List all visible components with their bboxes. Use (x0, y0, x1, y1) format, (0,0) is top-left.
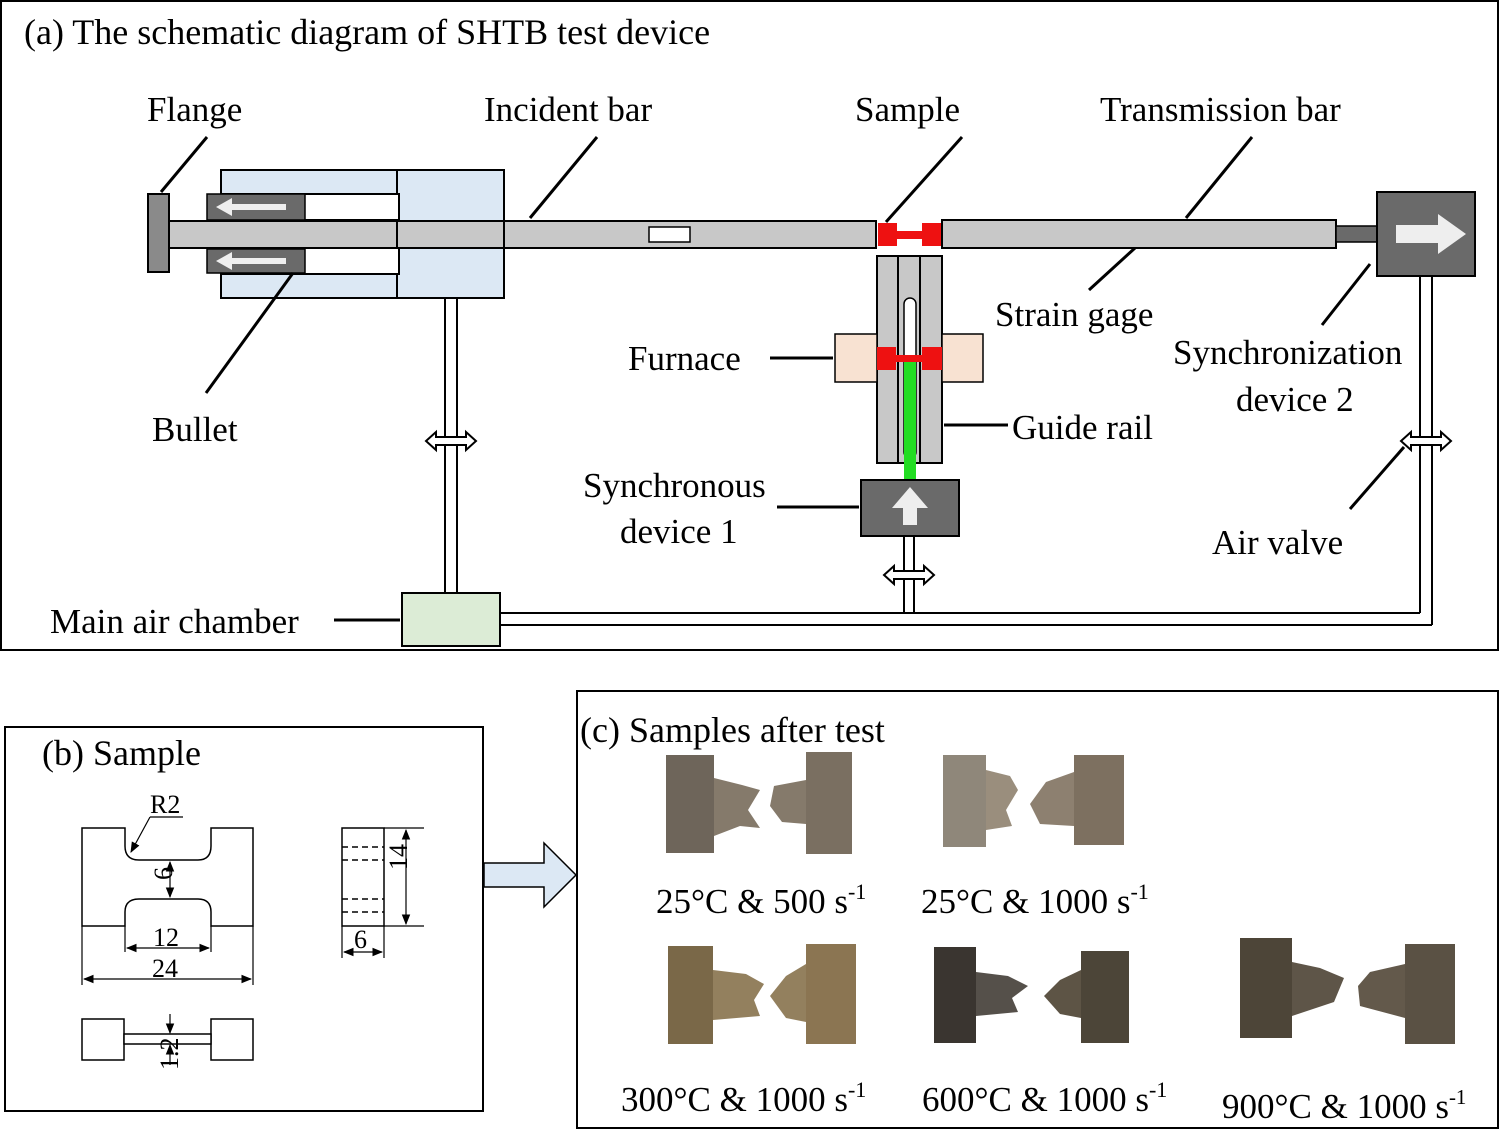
label-sync1-line2: device 1 (620, 512, 738, 551)
dim-radius: R2 (150, 790, 180, 819)
label-sync2-line2: device 2 (1236, 380, 1354, 419)
valve-icon (424, 429, 1453, 587)
label-furnace: Furnace (628, 339, 741, 378)
label-sync1-line1: Synchronous (583, 466, 766, 505)
panel-c-frame (576, 690, 1499, 1129)
dim-side-width: 6 (354, 925, 367, 954)
arrow-left-icon (216, 198, 286, 216)
panel-a: (a) The schematic diagram of SHTB test d… (0, 0, 1499, 651)
arrow-up-icon (892, 487, 928, 525)
dim-gauge-length: 12 (153, 923, 179, 952)
fractured-sample-photo (943, 755, 1124, 847)
transmission-bar (941, 219, 1337, 249)
label-strain-gage: Strain gage (995, 295, 1153, 334)
label-transmission-bar: Transmission bar (1100, 90, 1341, 129)
incident-bar (167, 220, 877, 249)
specimen-side-view (341, 827, 424, 958)
caption-condition: 25°C & 1000 s-1 (921, 879, 1149, 921)
panel-a-frame (0, 0, 1499, 651)
flange (147, 193, 170, 273)
arrow-left-icon (216, 252, 286, 270)
label-main-air-chamber: Main air chamber (50, 602, 299, 641)
fractured-sample-photo (666, 752, 852, 854)
furnace (834, 333, 878, 383)
panel-b: (b) Sample R2 6 12 24 (4, 726, 484, 1112)
label-air-valve: Air valve (1212, 523, 1343, 562)
panel-b-frame (4, 726, 484, 1112)
air-pipes (444, 276, 1433, 626)
specimen-top-view (81, 1014, 254, 1065)
arrow-right-icon (1396, 214, 1466, 254)
label-sync2-line1: Synchronization (1173, 333, 1402, 372)
main-air-chamber (401, 592, 501, 647)
leader-lines (159, 136, 1406, 622)
dim-total-length: 24 (152, 954, 178, 983)
caption-condition: 600°C & 1000 s-1 (922, 1077, 1167, 1119)
dim-height: 14 (384, 844, 413, 870)
panel-b-title: (b) Sample (42, 733, 201, 773)
fractured-sample-photo (934, 947, 1129, 1043)
push-rod (904, 362, 916, 480)
strain-gage (648, 226, 691, 243)
furnace (941, 333, 984, 383)
panel-c-title: (c) Samples after test (580, 710, 885, 750)
label-bullet: Bullet (152, 410, 238, 449)
fractured-sample-photo (668, 944, 856, 1044)
label-incident-bar: Incident bar (484, 90, 652, 129)
caption-condition: 25°C & 500 s-1 (656, 879, 866, 921)
panel-c: (c) Samples after test (576, 690, 1499, 1129)
sample-in-furnace (877, 347, 942, 370)
sample-on-bar (878, 223, 941, 246)
dim-thickness: 1.2 (155, 1038, 184, 1071)
caption-condition: 300°C & 1000 s-1 (621, 1077, 866, 1119)
label-guide-rail: Guide rail (1012, 408, 1153, 447)
fractured-sample-photo (1240, 938, 1455, 1044)
dim-width: 6 (149, 867, 178, 880)
panel-a-title: (a) The schematic diagram of SHTB test d… (24, 12, 710, 52)
label-sample: Sample (855, 90, 960, 129)
caption-condition: 900°C & 1000 s-1 (1222, 1085, 1466, 1126)
label-flange: Flange (147, 90, 242, 129)
arrow-right-icon (483, 841, 578, 909)
